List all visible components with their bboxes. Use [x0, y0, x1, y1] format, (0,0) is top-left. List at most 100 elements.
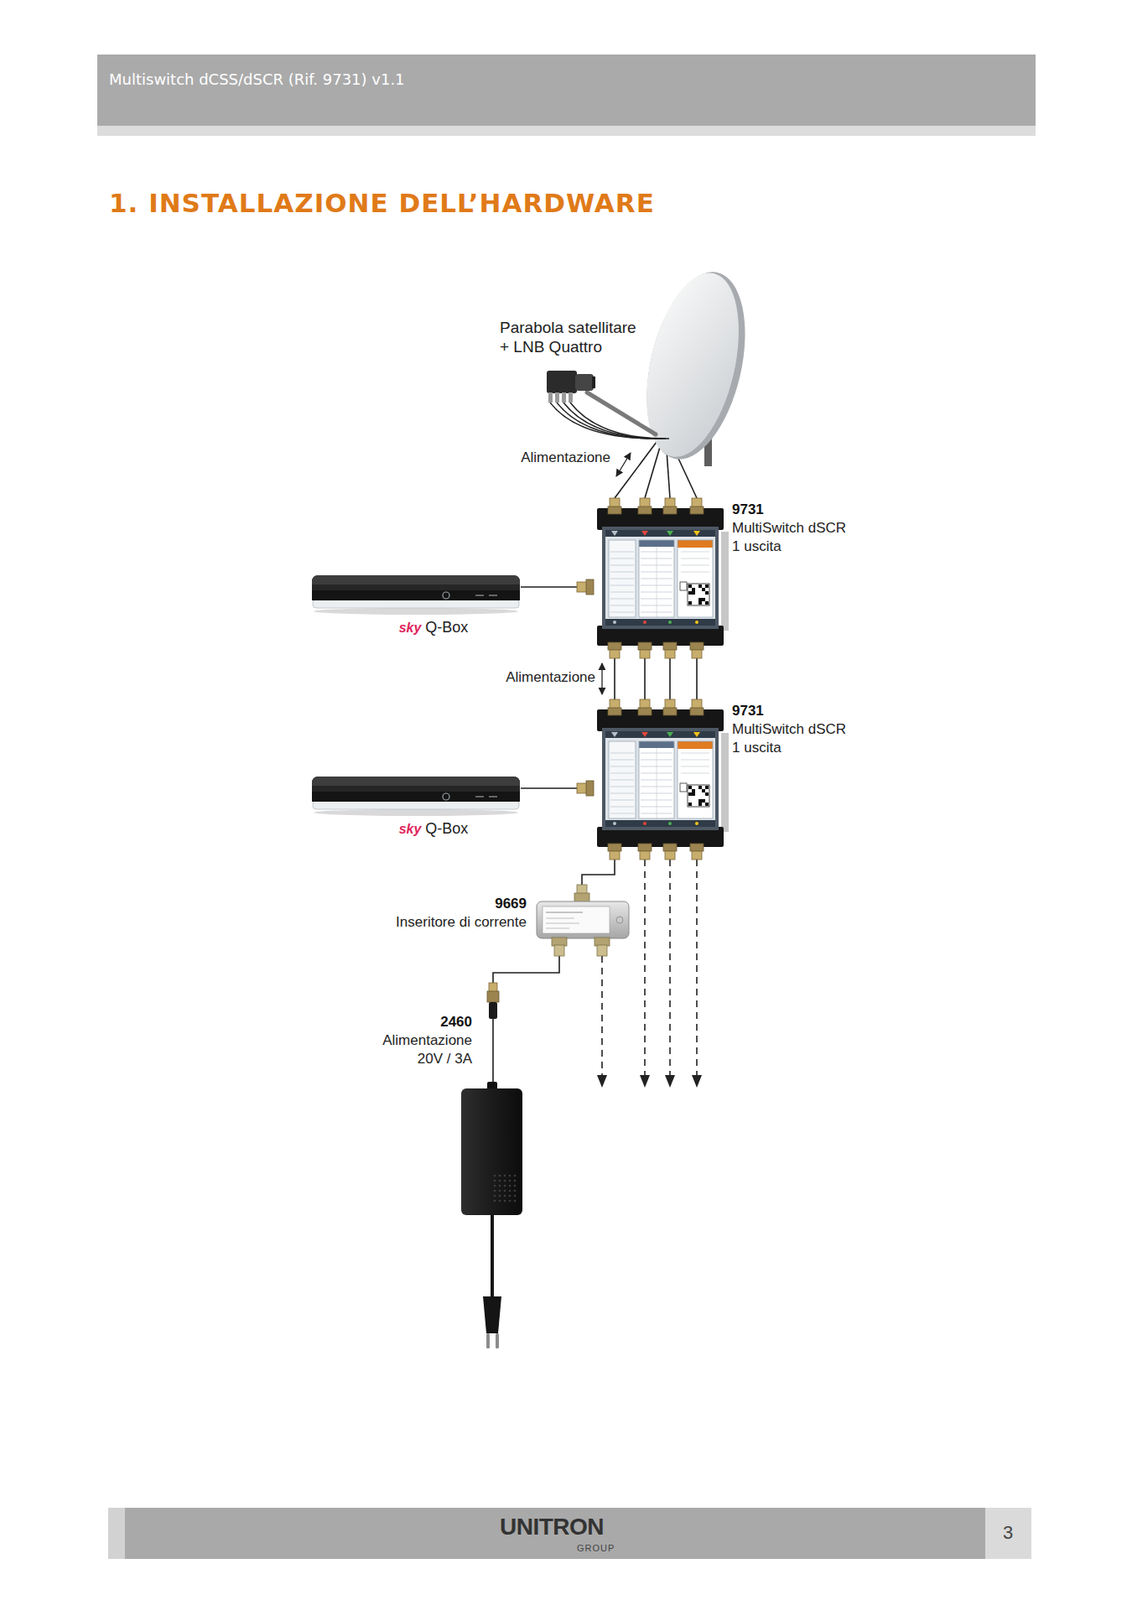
- set-top-box: skyQ-Box: [311, 571, 521, 644]
- label-slot: Alimentazione: [501, 449, 611, 467]
- drawing-part: [574, 893, 590, 903]
- drawing-part: [602, 727, 719, 831]
- drawing-part: [609, 851, 620, 860]
- drawing-part: [638, 506, 652, 515]
- drawing-part: [493, 1199, 497, 1203]
- drawing-part: [503, 1184, 507, 1188]
- drawing-part: [693, 530, 701, 536]
- drawing-part: [554, 945, 565, 956]
- drawing-part: [610, 612, 634, 613]
- text-slot: 2460Alimentazione 20V / 3A: [363, 1012, 473, 1069]
- drawing-part: [688, 591, 692, 595]
- device-label: MultiSwitch dSCR 1 uscita: [732, 720, 857, 758]
- arrow-head: [691, 1074, 702, 1088]
- title-slot: 1. INSTALLAZIONE DELL’HARDWARE: [109, 187, 655, 219]
- drawing-part: [608, 741, 636, 819]
- drawing-part: [688, 802, 692, 806]
- plug-pin: [486, 1333, 490, 1349]
- drawing-part: [591, 376, 596, 389]
- drawing-part: [677, 540, 713, 618]
- drawing-part: [536, 901, 629, 939]
- part-number: 2460: [363, 1012, 473, 1032]
- drawing-part: [475, 795, 484, 798]
- f-plug-thread: [488, 982, 498, 992]
- drawing-part: [698, 601, 702, 605]
- drawing-part: [546, 370, 577, 394]
- drawing-part: [664, 498, 676, 508]
- device-label: Inseritore di corrente: [395, 913, 527, 932]
- page-number-box: [985, 1507, 1032, 1559]
- drawing-part: [608, 741, 636, 819]
- drawing-part: [638, 540, 675, 618]
- footer-edge: [108, 1507, 125, 1559]
- drawing-part: [514, 1179, 517, 1183]
- satellite-dish: Parabola satellitare + LNB Quattro: [494, 266, 747, 439]
- drawing-part: [607, 642, 622, 650]
- drawing-part: [610, 585, 634, 587]
- power-note: Alimentazione: [486, 669, 596, 686]
- drawing-part: [691, 591, 696, 595]
- drawing-part: [666, 732, 674, 738]
- drawing-part: [610, 565, 634, 566]
- drawing-part: [680, 773, 710, 774]
- arrow-head: [639, 1074, 650, 1088]
- power-arrow: [601, 663, 603, 695]
- drawing-part: [638, 707, 652, 716]
- drawing-part: [548, 392, 553, 403]
- arrow-head: [664, 1074, 676, 1088]
- drawing-part: [508, 1189, 512, 1193]
- drawing-part: [688, 785, 692, 790]
- mains-plug: [482, 1296, 502, 1334]
- drawing-part: [680, 551, 710, 553]
- drawing-part: [545, 918, 575, 920]
- drawing-part: [607, 707, 622, 716]
- drawing-part: [638, 843, 652, 852]
- drawing-part: [555, 392, 560, 403]
- part-number: 9669: [395, 894, 527, 914]
- drawing-part: [610, 766, 634, 768]
- drawing-part: [576, 783, 587, 794]
- drawing-part: [609, 699, 620, 709]
- text-slot: 9731MultiSwitch dSCR 1 uscita: [732, 701, 857, 758]
- label-slot: Multiswitch dCSS/dSCR (Rif. 9731) v1.1: [109, 70, 406, 89]
- drawing-part: [311, 575, 520, 601]
- drawing-part: [643, 821, 647, 826]
- drawing-part: [668, 821, 672, 826]
- drawing-part: [610, 558, 634, 560]
- drawing-part: [690, 506, 704, 515]
- drawing-part: [691, 649, 702, 659]
- drawing-part: [498, 1179, 502, 1183]
- drawing-part: [705, 785, 709, 790]
- drawing-part: [701, 587, 706, 592]
- drawing-part: [311, 791, 520, 802]
- drawing-part: [690, 843, 704, 852]
- drawing-part: [605, 820, 716, 827]
- drawing-part: [568, 392, 573, 403]
- label-slot: GROUP: [576, 1542, 615, 1553]
- f-plug-boot: [488, 1002, 498, 1019]
- drawing-part: [643, 620, 647, 624]
- drawing-part: [688, 584, 692, 588]
- drawing-part: [663, 506, 677, 515]
- drawing-part: [641, 732, 649, 738]
- multiswitch: 9731MultiSwitch dSCR 1 uscita: [593, 699, 727, 860]
- drawing-part: [612, 821, 617, 826]
- drawing-part: [698, 584, 702, 588]
- drawing-part: [542, 906, 610, 934]
- drawing-part: [656, 747, 658, 819]
- drawing-part: [610, 591, 634, 593]
- drawing-part: [475, 594, 484, 597]
- drawing-part: [701, 799, 706, 803]
- drawing-part: [610, 786, 634, 788]
- drawing-part: [691, 851, 702, 860]
- text-slot: Parabola satellitare + LNB Quattro: [499, 318, 644, 358]
- drawing-part: [638, 540, 675, 618]
- drawing-part: [570, 402, 670, 439]
- coax-cable: [669, 658, 671, 700]
- part-number: 9731: [732, 500, 857, 520]
- drawing-part: [508, 1179, 512, 1183]
- drawing-part: [680, 766, 710, 768]
- drawing-part: [611, 530, 618, 536]
